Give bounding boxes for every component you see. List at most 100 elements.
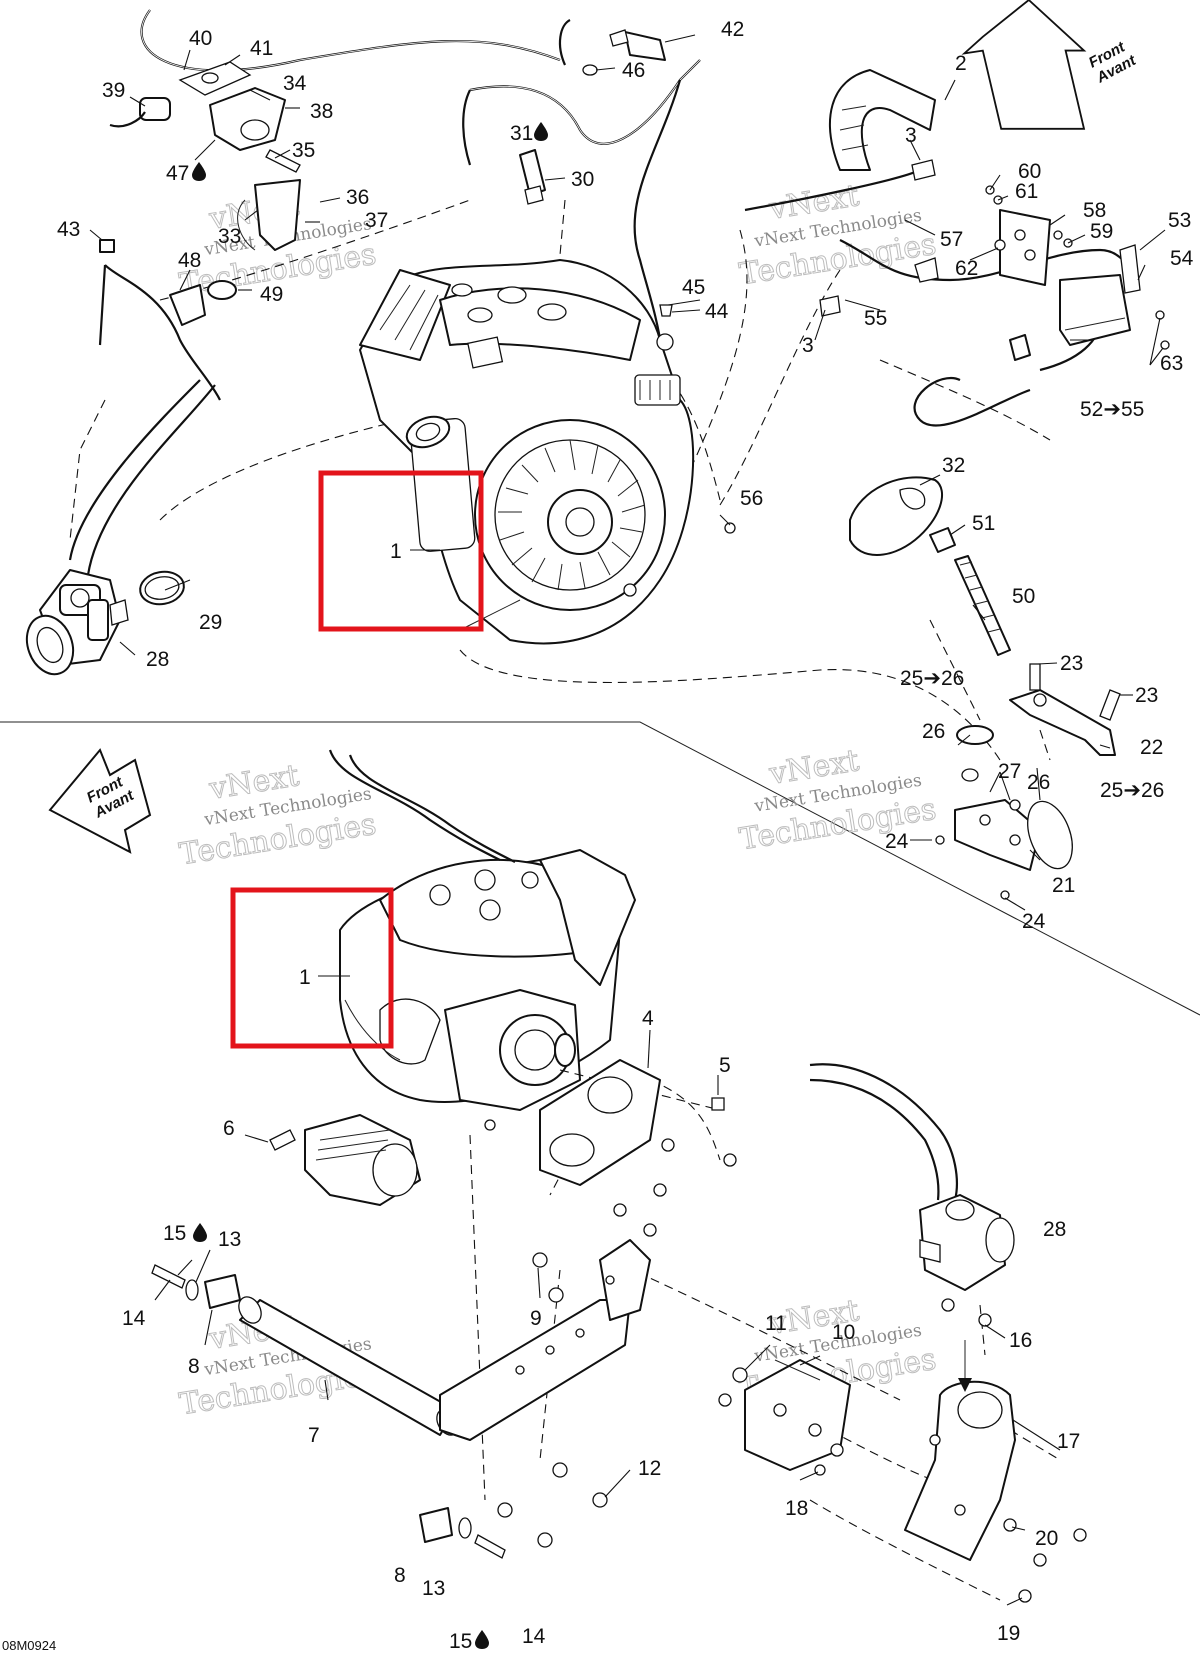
highlight-box-top: [318, 470, 484, 632]
terminal-44: [656, 333, 674, 351]
callout-label: 13: [422, 1577, 445, 1600]
part-16a: [941, 1298, 955, 1312]
recoil-handle-32: [849, 476, 944, 556]
oil-drop-icon: [475, 1630, 489, 1649]
callout-label: 21: [1052, 874, 1075, 897]
clamp-3b: [819, 295, 841, 317]
part-43: [99, 239, 115, 253]
callout-label: 55: [864, 307, 887, 330]
oil-drop-icon: [534, 122, 548, 141]
callout-label: 37: [365, 209, 388, 232]
callout-label: 14: [522, 1625, 546, 1648]
front-arrow-icon: Front Avant: [48, 748, 152, 854]
callout-label: 26: [922, 720, 945, 743]
callout-label: 15: [163, 1222, 186, 1245]
callout-label: 1: [390, 540, 402, 563]
callout-label: 28: [146, 648, 169, 671]
callout-label: 24: [885, 830, 909, 853]
callout-label: 48: [178, 249, 201, 272]
callout-label: 3: [802, 334, 814, 357]
fuel-line: [104, 264, 221, 401]
callout-label: 14: [122, 1307, 146, 1330]
nut-9b: [548, 1287, 564, 1303]
switch-42: [624, 31, 666, 61]
callout-label: 29: [199, 611, 222, 634]
fuel-tube-57: [744, 169, 921, 212]
part-34: [209, 87, 286, 151]
callout-label: 58: [1083, 199, 1106, 222]
callout-label: 20: [1035, 1527, 1058, 1550]
callout-label: 2: [955, 52, 967, 75]
oil-drop-icon: [192, 162, 206, 181]
bracket-58: [999, 209, 1051, 286]
callout-label: 27: [998, 760, 1021, 783]
callout-label: 46: [622, 59, 645, 82]
nut-45: [659, 304, 673, 317]
mount-8a: [204, 1274, 241, 1309]
callout-label: 12: [638, 1457, 661, 1480]
callout-label: 52➔55: [1080, 398, 1144, 421]
bolt-14a: [151, 1264, 186, 1289]
callout-label: 44: [705, 300, 729, 323]
washer-19: [1018, 1589, 1032, 1603]
callout-labels: 1 1 2 3 3 4 5 6 7 8 8 9 10 11 12 13 13 1…: [57, 18, 1194, 1653]
callout-label: 23: [1060, 652, 1083, 675]
callout-label: 45: [682, 276, 705, 299]
callout-label: 18: [785, 1497, 808, 1520]
callout-label: 47: [166, 162, 189, 185]
callout-label: 62: [955, 257, 978, 280]
callout-label: 28: [1043, 1218, 1066, 1241]
callout-label: 23: [1135, 684, 1158, 707]
callout-label: 5: [719, 1054, 731, 1077]
connector-39: [139, 97, 171, 121]
nut-11: [732, 1367, 748, 1383]
carburetor-bottom: [919, 1194, 1006, 1291]
parts-bottom: [151, 1059, 1087, 1603]
callout-label: 19: [997, 1622, 1020, 1645]
intake-shroud-bottom: [539, 849, 636, 986]
bolt-14b: [474, 1534, 506, 1559]
callout-label: 38: [310, 100, 333, 123]
front-arrow-icon: Front Avant: [961, 0, 1140, 130]
oil-drop-icon: [193, 1223, 207, 1242]
callout-label: 61: [1015, 180, 1038, 203]
nut-9a: [532, 1252, 548, 1268]
boot-54: [914, 257, 939, 283]
bolt-5: [711, 1097, 725, 1111]
clip-46: [582, 64, 598, 76]
watermark-2: vNext vNext Technologies Technologies: [737, 178, 940, 293]
switch-55: [1009, 334, 1031, 361]
callout-label: 25➔26: [900, 667, 964, 690]
callout-label: 7: [308, 1424, 320, 1447]
section-divider: [0, 721, 1200, 1016]
small-parts-top: [99, 29, 1170, 900]
washer-13b: [458, 1517, 472, 1539]
callout-label: 1: [299, 966, 311, 989]
spark-plug-30: [519, 149, 546, 196]
nut-20: [1003, 1518, 1017, 1532]
callout-label: 13: [218, 1228, 241, 1251]
callout-label: 51: [972, 512, 995, 535]
callout-label: 54: [1170, 247, 1194, 270]
carb-vent-tube-1: [68, 379, 201, 561]
callout-label: 53: [1168, 209, 1191, 232]
washer-13a: [185, 1279, 199, 1301]
hose-2: [829, 69, 936, 171]
nut-12a: [592, 1492, 608, 1508]
callout-label: 6: [223, 1117, 235, 1140]
intake-shroud: [359, 269, 451, 361]
mount-8b: [419, 1507, 453, 1543]
callout-label: 11: [765, 1312, 787, 1335]
highlight-box-bottom: [230, 887, 394, 1049]
callout-label: 22: [1140, 736, 1163, 759]
bracket-33: [254, 179, 301, 251]
callout-label: 33: [218, 225, 241, 248]
callout-label: 43: [57, 218, 80, 241]
callout-label: 42: [721, 18, 744, 41]
callout-label: 17: [1057, 1430, 1080, 1453]
bolt-6: [269, 1129, 296, 1151]
loop-25: [1027, 800, 1073, 870]
bolt-23a: [1029, 663, 1041, 691]
callout-label: 32: [942, 454, 965, 477]
